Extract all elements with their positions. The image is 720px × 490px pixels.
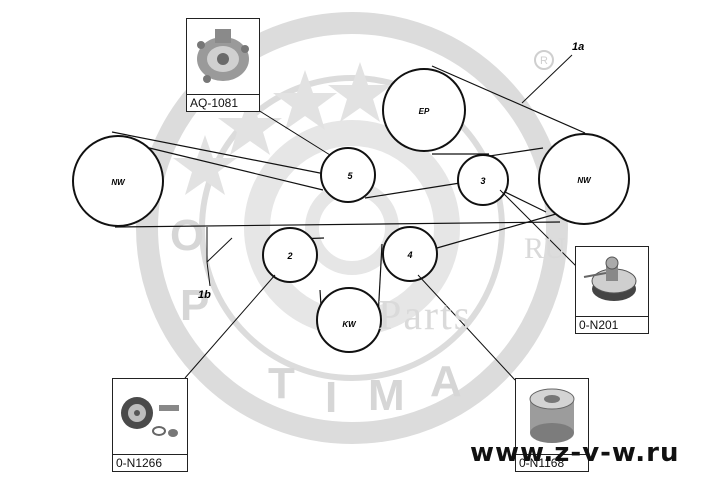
pulley-nw-left: NW: [72, 135, 164, 227]
belt-1a: [431, 65, 586, 213]
belt-label-1b: 1b: [198, 289, 211, 301]
site-url[interactable]: www.z-v-w.ru: [470, 438, 680, 468]
pulley-ep: EP: [382, 68, 466, 152]
pulley-idler-5: 5: [320, 147, 376, 203]
part-water-pump[interactable]: AQ-1081: [186, 18, 260, 112]
part-tensioner-number: 0-N201: [576, 316, 648, 333]
svg-text:R: R: [540, 55, 548, 67]
pulley-idler-3-label: 3: [480, 176, 485, 186]
registered-mark-icon: R: [534, 50, 554, 70]
idler-kit-icon: [121, 397, 179, 437]
part-leader-lines: [184, 109, 579, 381]
idler-roller-icon: [529, 388, 575, 443]
svg-text:T: T: [268, 359, 295, 408]
watermark-ru: RU: [524, 232, 566, 265]
belt-label-1a: 1a: [572, 41, 584, 53]
pulley-idler-2: 2: [262, 227, 318, 283]
pulley-ep-label: EP: [419, 107, 430, 116]
part-idler-kit[interactable]: 0-N1266: [112, 378, 188, 472]
watermark-letters: T I M A O P: [170, 211, 462, 422]
pulley-nw-left-label: NW: [111, 178, 126, 187]
watermark-parts: Parts: [378, 293, 472, 339]
svg-text:P: P: [180, 281, 209, 330]
pulley-nw-right: NW: [538, 133, 630, 225]
water-pump-icon: [197, 29, 249, 83]
pulley-idler-5-label: 5: [347, 171, 353, 181]
part-water-pump-number: AQ-1081: [187, 94, 259, 111]
pulley-idler-2-label: 2: [286, 251, 292, 261]
part-idler-roller-number: 0-N1168: [516, 454, 588, 471]
pulley-idler-4: 4: [382, 226, 438, 282]
pulley-kw-label: KW: [342, 320, 357, 329]
callout-1b: [206, 227, 233, 287]
part-idler-roller[interactable]: 0-N1168: [515, 378, 589, 472]
callout-1a: [521, 54, 573, 104]
svg-text:O: O: [170, 211, 204, 260]
svg-text:A: A: [430, 357, 462, 406]
pulley-idler-4-label: 4: [406, 250, 412, 260]
svg-text:M: M: [368, 371, 405, 420]
part-tensioner[interactable]: 0-N201: [575, 246, 649, 334]
watermark-stars: [173, 62, 392, 195]
pulley-kw: KW: [316, 287, 382, 353]
pulley-idler-3: 3: [457, 154, 509, 206]
part-idler-kit-number: 0-N1266: [113, 454, 187, 471]
pulley-nw-right-label: NW: [577, 176, 592, 185]
tensioner-icon: [583, 256, 637, 301]
svg-text:I: I: [325, 373, 337, 422]
